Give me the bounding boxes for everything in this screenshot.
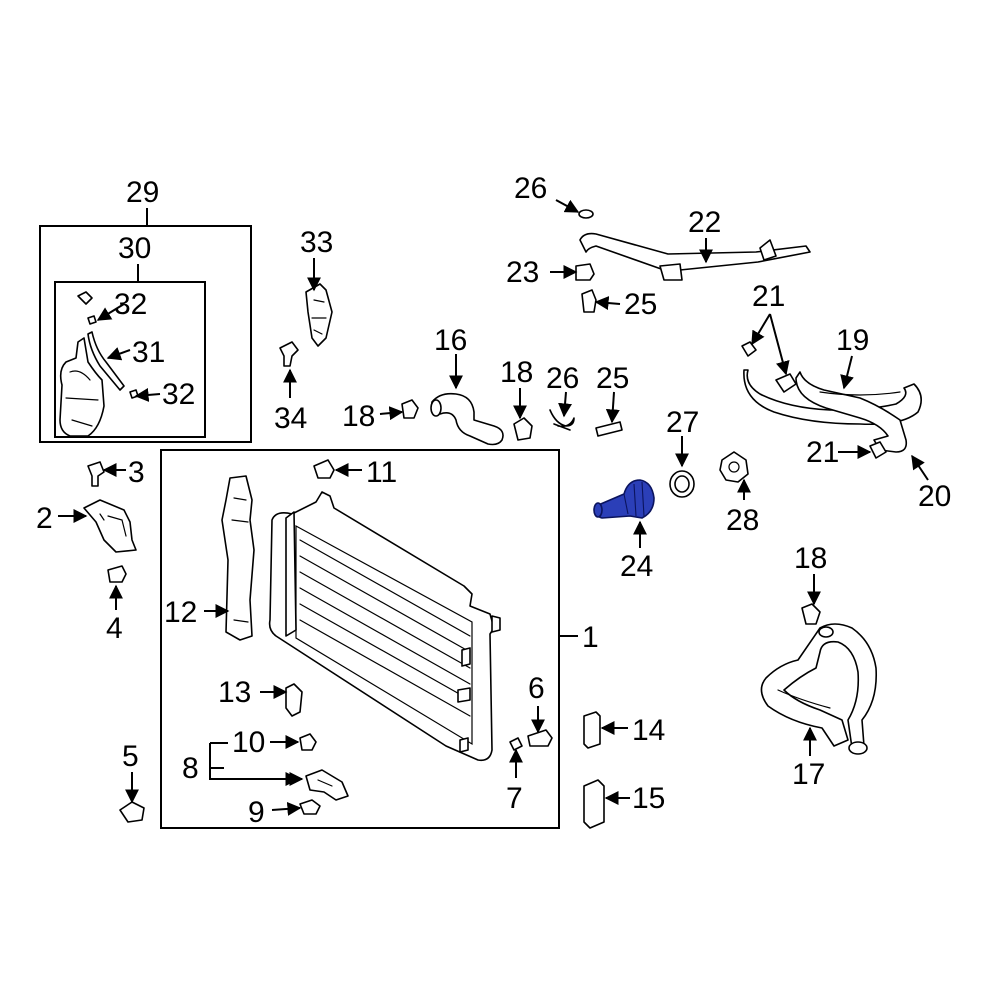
radiator-core [268,491,501,762]
callout-25-top: 25 [624,288,657,321]
clip-4 [107,565,127,583]
callout-26-mid: 26 [546,362,579,395]
callout-21-side: 21 [806,436,839,469]
clip-26-mid [549,409,575,431]
callout-27: 27 [666,406,699,439]
callout-8: 8 [182,752,199,785]
callout-13: 13 [218,676,251,709]
callout-20: 20 [918,480,951,513]
callout-15: 15 [632,782,665,815]
radiator-group-box [160,449,560,829]
bracket-8 [305,769,349,801]
callout-32-bottom: 32 [162,378,195,411]
callout-31: 31 [132,336,165,369]
callout-12: 12 [164,596,197,629]
water-pipe-22 [579,232,811,281]
callout-4: 4 [106,612,123,645]
bolt-9 [299,799,321,815]
clip-10 [299,733,317,751]
reservoir-subgroup-box [54,281,206,438]
callout-19: 19 [836,324,869,357]
clamp-18-mid [513,417,533,441]
callout-arrows [58,199,929,816]
lower-hose-17 [760,623,878,755]
clip-34 [279,341,299,367]
callout-5: 5 [122,740,139,773]
gasket-27 [669,470,695,498]
callout-7: 7 [506,782,523,815]
callout-18-mid: 18 [500,356,533,389]
callout-30: 30 [118,232,151,265]
callout-32-top: 32 [114,288,147,321]
joint-25-top [581,289,597,313]
clamp-18-left [401,399,419,419]
callout-2: 2 [36,502,53,535]
callout-3: 3 [128,456,145,489]
callout-18-left: 18 [342,400,375,433]
pad-15 [583,779,605,829]
bracket-2 [83,499,137,553]
reservoir-group-box [39,225,252,443]
reservoir-tank [59,291,139,437]
air-guide-12 [221,475,255,641]
callout-16: 16 [434,324,467,357]
callout-29: 29 [126,176,159,209]
callout-21-top: 21 [752,280,785,313]
callout-26-top: 26 [514,172,547,205]
callout-17: 17 [792,758,825,791]
callout-9: 9 [248,796,265,829]
callout-28: 28 [726,504,759,537]
callout-18-right: 18 [794,542,827,575]
callout-22: 22 [688,206,721,239]
callout-10: 10 [232,726,265,759]
bracket-11 [313,459,335,479]
callout-34: 34 [274,402,307,435]
clip-21-side [869,441,887,459]
oring-26-top [578,209,594,219]
water-inlet-24-highlighted [593,479,655,519]
clamp-18-right [801,603,821,625]
joint-25-mid [595,421,623,437]
clip-5 [119,801,145,823]
mount-13 [285,683,303,717]
callout-24: 24 [620,550,653,583]
bracket-33 [305,283,333,347]
clip-21-top [741,341,757,357]
drain-cock-6 [527,729,553,747]
callout-6: 6 [528,672,545,705]
cap-23 [575,263,595,281]
heater-hoses-19 [743,369,922,453]
bolt-3 [87,461,105,487]
leader-8-bracket [209,767,293,780]
callout-14: 14 [632,714,665,747]
callout-1: 1 [582,621,599,654]
upper-hose-16 [430,392,504,446]
pad-14 [583,711,601,749]
gasket-7 [509,737,523,751]
callout-25-mid: 25 [596,362,629,395]
callout-labels: 29 30 32 31 32 33 34 3 2 4 5 11 12 13 10… [36,172,951,829]
callout-23: 23 [506,256,539,289]
callout-11: 11 [366,456,397,489]
callout-33: 33 [300,226,333,259]
bolt-28 [719,451,749,483]
